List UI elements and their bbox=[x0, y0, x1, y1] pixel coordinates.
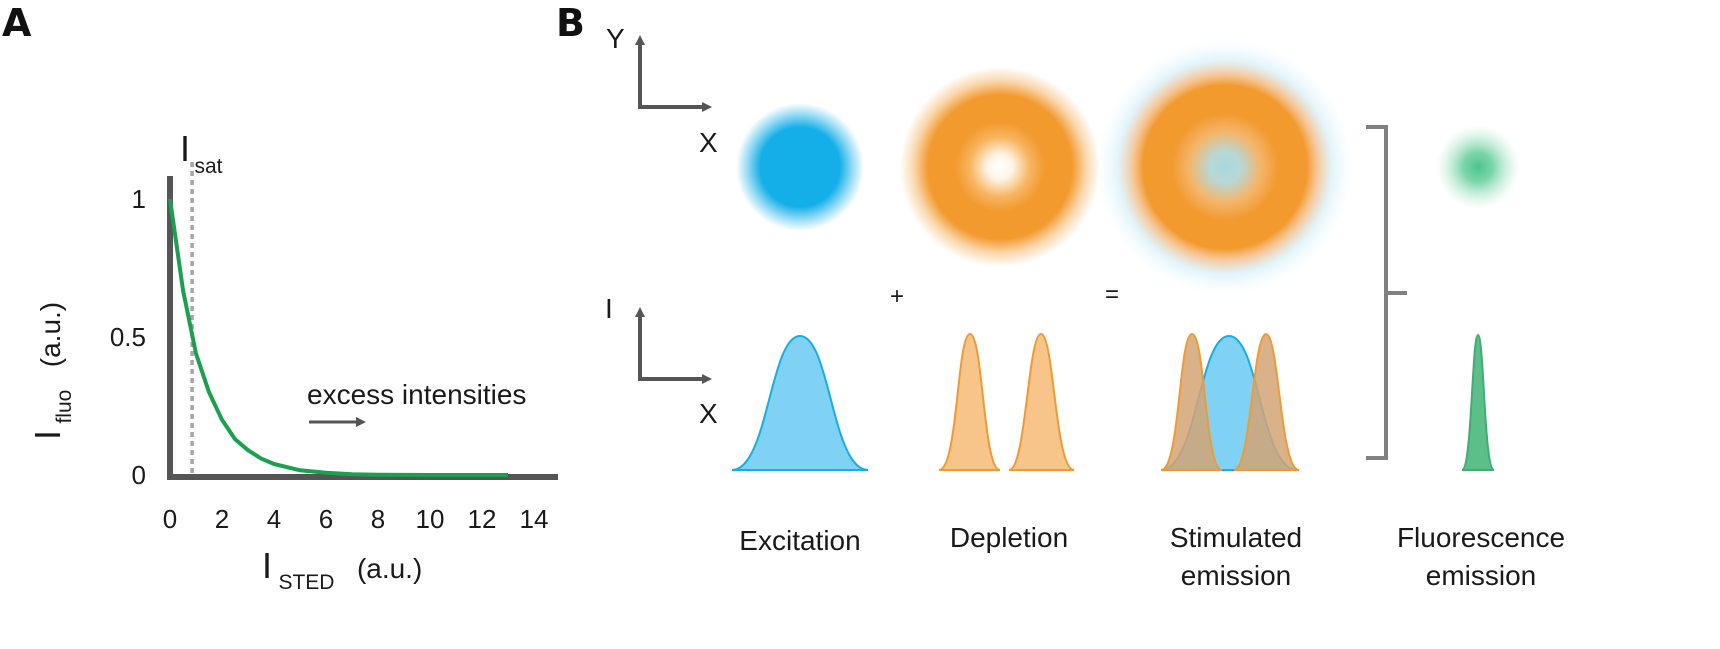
depletion-left-peak bbox=[938, 332, 1001, 471]
caption-stimulated-line2: emission bbox=[1181, 560, 1291, 591]
y-axis-label: I fluo (a.u.) bbox=[27, 302, 76, 440]
isat-label: I sat bbox=[180, 128, 223, 178]
caption-stimulated-line1: Stimulated bbox=[1170, 522, 1302, 553]
panel-b-label: B bbox=[556, 1, 585, 45]
y-axis-letter: Y bbox=[606, 23, 625, 54]
panel-b-diagram: B Y X + = I X bbox=[556, 1, 1565, 591]
isat-sub: sat bbox=[194, 155, 222, 178]
excess-intensities-label: excess intensities bbox=[307, 379, 526, 410]
y-label-unit: (a.u.) bbox=[35, 302, 66, 367]
y-tick-label: 1 bbox=[132, 184, 146, 214]
x-axis-letter-top: X bbox=[699, 127, 718, 158]
stimulated-depletion-right bbox=[1233, 332, 1300, 471]
caption-excitation: Excitation bbox=[739, 525, 860, 556]
x-tick-label: 0 bbox=[163, 504, 177, 534]
x-tick-label: 8 bbox=[371, 504, 385, 534]
plus-sign: + bbox=[890, 283, 904, 310]
x-label-unit: (a.u.) bbox=[357, 553, 422, 584]
result-bracket bbox=[1366, 125, 1388, 460]
excitation-spot bbox=[736, 103, 864, 231]
panel-a-label: A bbox=[2, 1, 32, 45]
caption-fluorescence-line2: emission bbox=[1426, 560, 1536, 591]
y-label-main: I bbox=[27, 430, 68, 440]
x-tick-label: 4 bbox=[267, 504, 281, 534]
depletion-profile bbox=[938, 332, 1075, 471]
stimulated-depletion-left bbox=[1160, 332, 1223, 471]
fluorescence-decay-curve bbox=[168, 198, 508, 477]
x-tick-label: 6 bbox=[319, 504, 333, 534]
fluorescence-profile bbox=[1461, 333, 1495, 471]
y-tick-label: 0 bbox=[132, 460, 146, 490]
x-axis-letter-bottom: X bbox=[699, 398, 718, 429]
x-tick-label: 10 bbox=[416, 504, 445, 534]
axes bbox=[167, 176, 558, 480]
fluorescence-curve bbox=[1461, 333, 1495, 471]
fluorescence-spot bbox=[1436, 125, 1520, 209]
x-tick-label: 2 bbox=[215, 504, 229, 534]
equals-sign: = bbox=[1105, 281, 1119, 308]
caption-fluorescence-line1: Fluorescence bbox=[1397, 522, 1565, 553]
caption-depletion: Depletion bbox=[950, 522, 1068, 553]
stimulated-emission-spot bbox=[1097, 39, 1353, 295]
depletion-right-peak bbox=[1008, 332, 1075, 471]
isat-main: I bbox=[180, 128, 190, 169]
excitation-profile bbox=[731, 334, 869, 471]
stimulated-profile bbox=[1160, 332, 1300, 471]
x-label-sub: STED bbox=[278, 571, 334, 594]
x-label-main: I bbox=[262, 545, 272, 586]
x-tick-label: 14 bbox=[520, 504, 549, 534]
x-tick-label: 12 bbox=[468, 504, 497, 534]
xy-axes: Y X bbox=[606, 23, 718, 158]
y-tick-label: 0.5 bbox=[110, 322, 146, 352]
depletion-donut-spot bbox=[900, 67, 1100, 267]
y-tick-labels: 00.51 bbox=[110, 184, 146, 490]
i-axis-letter: I bbox=[605, 293, 613, 324]
y-label-sub: fluo bbox=[53, 390, 76, 424]
ix-axes: I X bbox=[605, 293, 718, 429]
excitation-curve bbox=[731, 334, 869, 471]
x-axis-label: I STED (a.u.) bbox=[262, 545, 422, 594]
x-tick-labels: 0 2 4 6 8 10 12 14 bbox=[163, 504, 549, 534]
series-lines bbox=[168, 198, 508, 477]
